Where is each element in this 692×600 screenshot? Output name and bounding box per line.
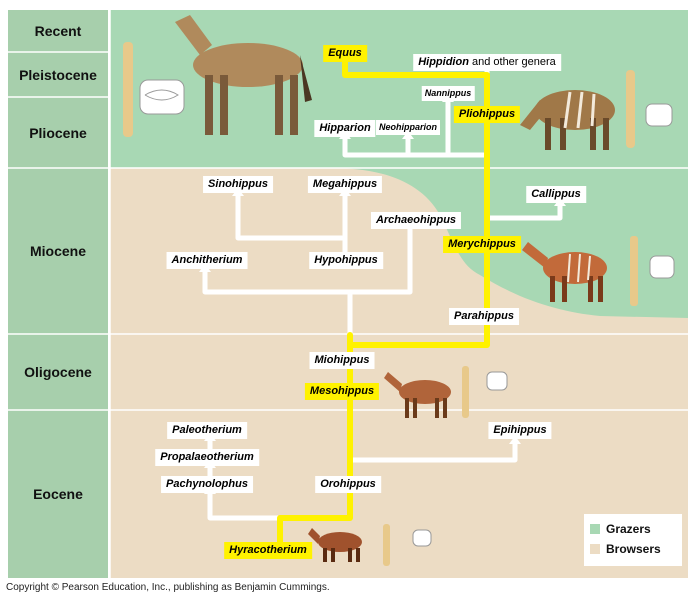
merychippus-limb-image [630, 236, 638, 306]
legend-grazers-label: Grazers [606, 522, 651, 536]
hyracotherium-limb-image [383, 524, 390, 566]
pliohippus-limb-image [626, 70, 635, 148]
genus-miohippus: Miohippus [309, 352, 375, 369]
equus-limb-image [123, 42, 133, 137]
main-lineage [277, 58, 490, 548]
epoch-oligocene: Oligocene [24, 364, 92, 380]
epoch-pliocene: Pliocene [29, 124, 87, 141]
merychippus-horse-image [522, 242, 607, 302]
genus-archaeohippus: Archaeohippus [370, 212, 462, 229]
epoch-pleistocene: Pleistocene [19, 66, 97, 83]
genus-paleotherium: Paleotherium [167, 422, 247, 439]
genus-mesohippus: Mesohippus [304, 383, 380, 400]
legend-browsers-label: Browsers [606, 542, 661, 556]
genus-neohipparion: Neohipparion [376, 120, 440, 135]
mesohippus-horse-image [384, 372, 451, 418]
genus-pliohippus: Pliohippus [453, 106, 521, 123]
genus-sinohippus: Sinohippus [203, 176, 273, 193]
hyracotherium-horse-image [308, 528, 362, 562]
equus-horse-image [175, 15, 312, 135]
legend-browsers: Browsers [590, 542, 661, 556]
genus-merychippus: Merychippus [443, 236, 521, 253]
genus-hipparion: Hipparion [314, 120, 376, 137]
mesohippus-limb-image [462, 366, 469, 418]
genus-hypohippus: Hypohippus [309, 252, 383, 269]
legend-grazers: Grazers [590, 522, 651, 536]
genus-hippidion: Hippidion and other genera [413, 54, 561, 71]
genus-pachynolophus: Pachynolophus [161, 476, 253, 493]
genus-nannippus: Nannippus [421, 86, 475, 101]
epoch-column [8, 10, 108, 578]
genus-callippus: Callippus [526, 186, 586, 203]
epoch-miocene: Miocene [29, 243, 86, 259]
copyright-notice: Copyright © Pearson Education, Inc., pub… [6, 582, 330, 593]
equus-tooth-image [139, 79, 185, 115]
mesohippus-tooth-image [486, 371, 508, 391]
genus-equus: Equus [323, 45, 367, 62]
genus-epihippus: Epihippus [488, 422, 552, 439]
hyracotherium-tooth-image [412, 529, 432, 547]
legend: Grazers Browsers [584, 514, 682, 566]
hippidion-suffix: and other genera [468, 56, 556, 68]
epoch-eocene: Eocene [33, 486, 83, 502]
grazers-swatch [590, 524, 600, 534]
genus-orohippus: Orohippus [315, 476, 381, 493]
genus-anchitherium: Anchitherium [166, 252, 248, 269]
genus-propalaeotherium: Propalaeotherium [155, 449, 259, 466]
hippidion-name: Hippidion [418, 56, 469, 68]
pliohippus-horse-image [520, 90, 615, 150]
genus-hyracotherium: Hyracotherium [224, 542, 312, 559]
browsers-swatch [590, 544, 600, 554]
merychippus-tooth-image [649, 255, 675, 279]
genus-parahippus: Parahippus [449, 308, 519, 325]
pliohippus-tooth-image [645, 103, 673, 127]
epoch-recent: Recent [34, 23, 82, 39]
genus-megahippus: Megahippus [307, 176, 383, 193]
